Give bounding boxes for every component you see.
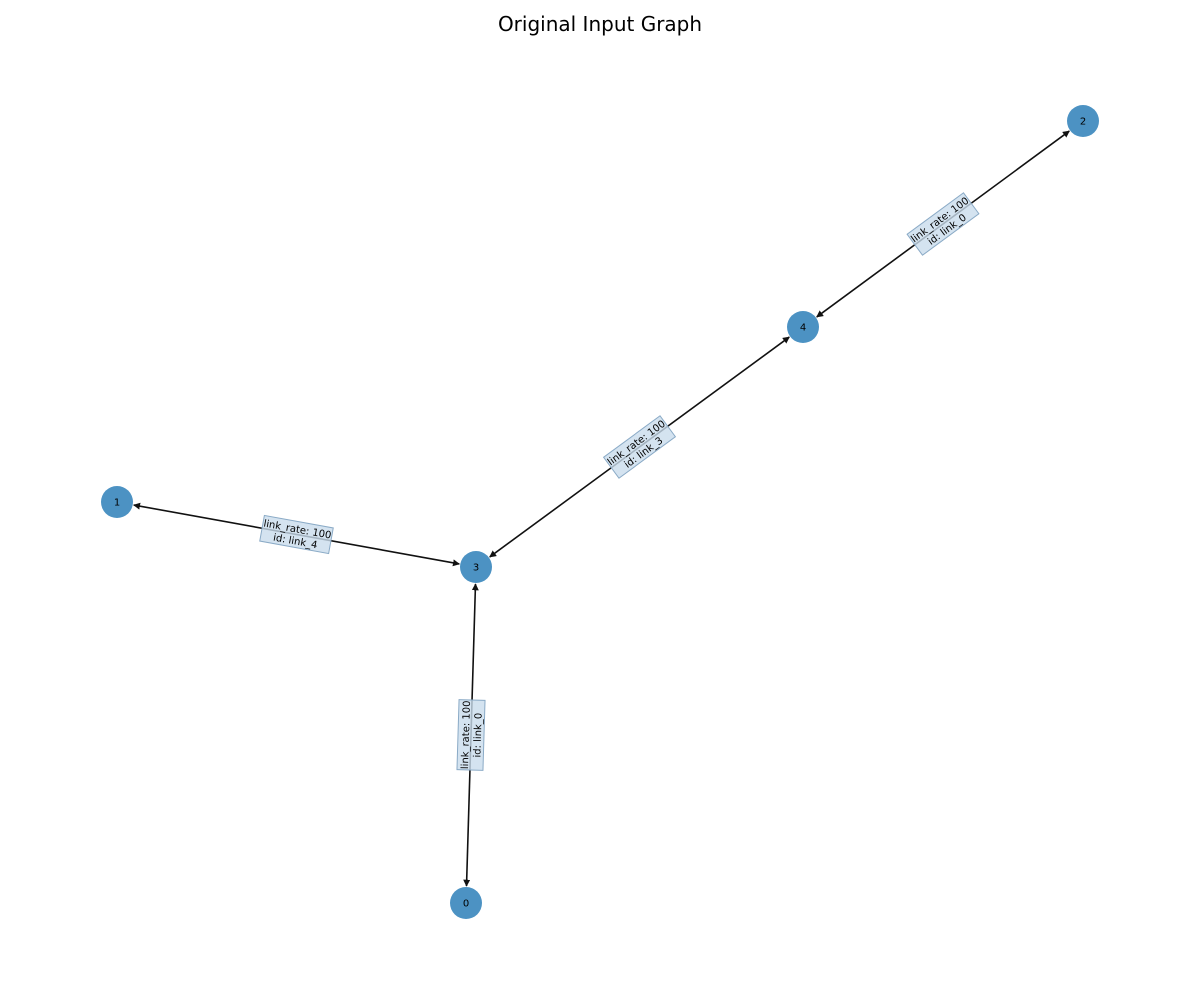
- node-1: [101, 486, 133, 518]
- edge-label-box: [259, 514, 334, 555]
- edge-label-box: [456, 699, 486, 771]
- node-0: [450, 887, 482, 919]
- node-label: 1: [114, 498, 120, 509]
- node-label: 0: [463, 899, 469, 910]
- node-2: [1067, 105, 1099, 137]
- node-4: [787, 311, 819, 343]
- chart-title: Original Input Graph: [498, 12, 702, 36]
- edge-label-box: [602, 415, 677, 479]
- edge-label-rate: link_rate: 100: [460, 700, 473, 769]
- edge-label-id: id: link_0: [472, 713, 484, 758]
- node-label: 3: [473, 563, 479, 574]
- nodes-layer: 0 1 2 3 4: [101, 105, 1099, 919]
- node-3: [460, 551, 492, 583]
- node-label: 2: [1080, 117, 1086, 128]
- edge-label-box: [906, 192, 980, 256]
- node-label: 4: [800, 323, 806, 334]
